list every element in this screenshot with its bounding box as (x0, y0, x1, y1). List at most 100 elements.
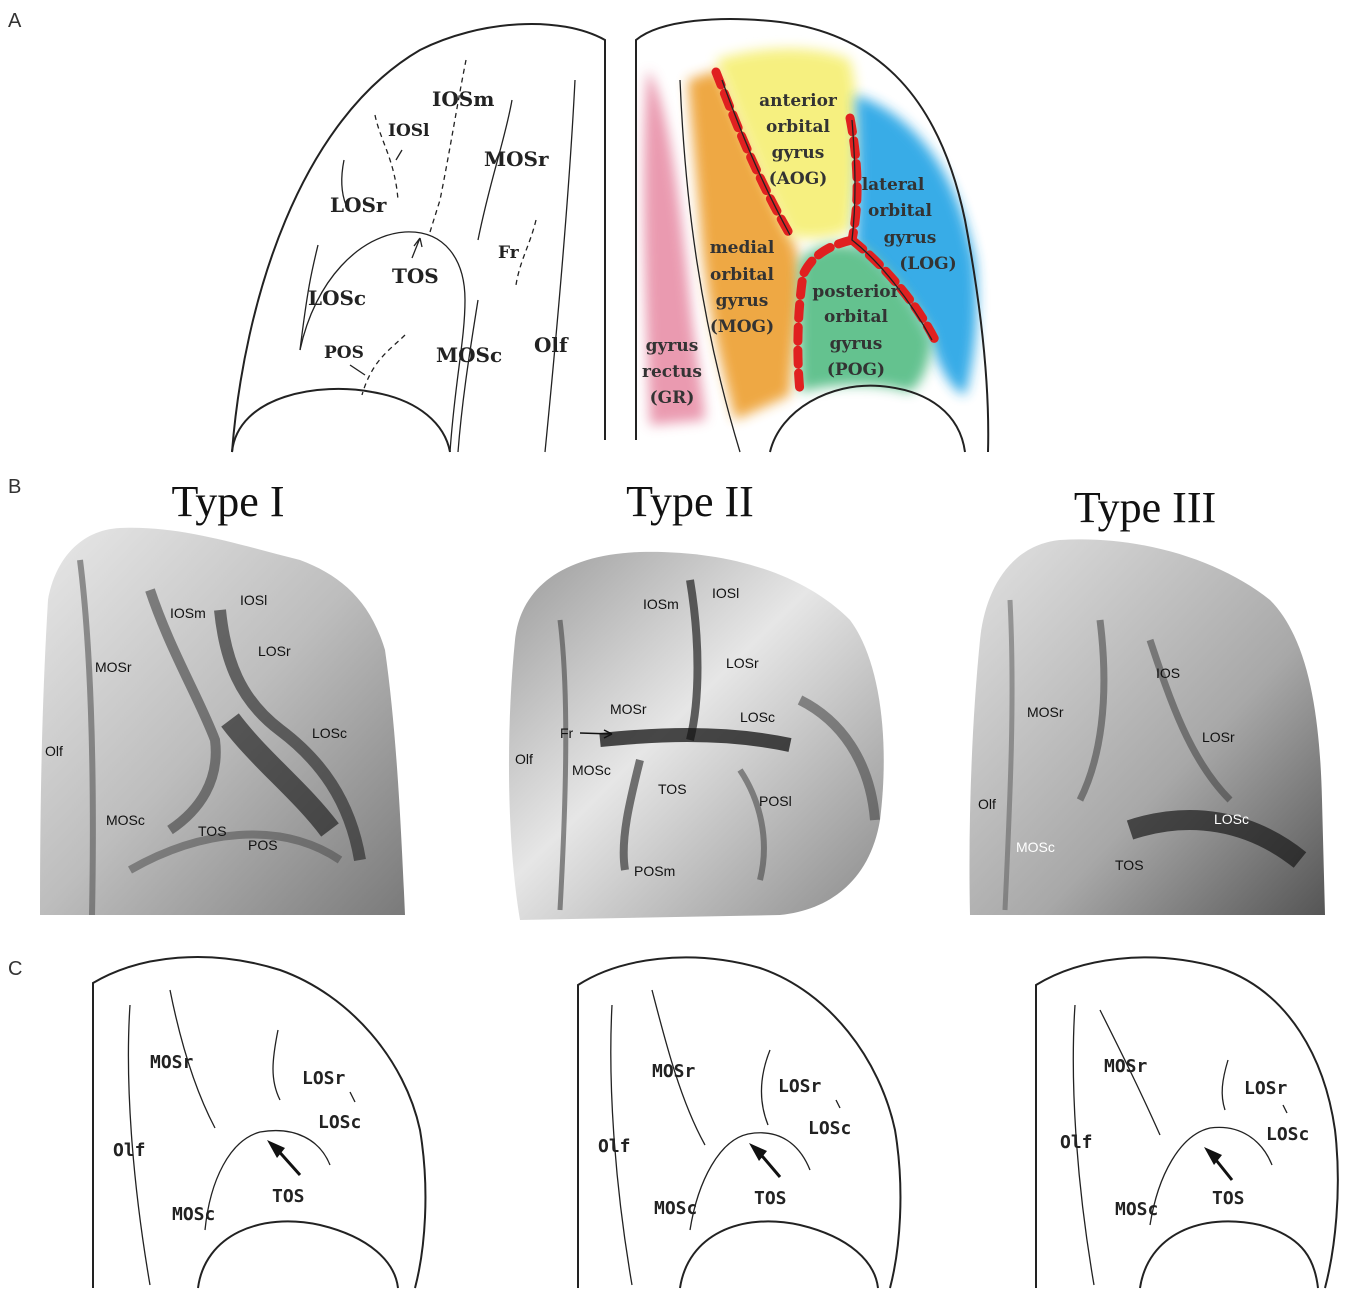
type3-brain-photo: IOS MOSr LOSr Olf LOSc MOSc TOS (969, 539, 1325, 915)
aog-label-line4: (AOG) (769, 169, 828, 189)
type2-label-mosr: MOSr (610, 701, 647, 717)
label-losc: LOSc (308, 286, 366, 310)
panel-a-left-hemisphere: IOSm IOSl MOSr LOSr Fr TOS LOSc POS MOSc… (232, 24, 605, 452)
left-fr-sulcus (516, 220, 536, 285)
type3-schematic-losr (1222, 1060, 1228, 1110)
type1-c-losc: LOSc (318, 1112, 361, 1133)
type1-label-losr: LOSr (258, 643, 291, 659)
left-pos-arrow (350, 365, 365, 375)
label-losr: LOSr (330, 193, 387, 217)
gr-label-line1: gyrus (646, 336, 699, 356)
type1-schematic-losr (273, 1030, 280, 1100)
gr-label-line3: (GR) (650, 388, 695, 408)
type2-label-olf: Olf (515, 751, 533, 767)
type2-c-mosr: MOSr (652, 1061, 696, 1082)
mog-label-line1: medial (710, 238, 775, 258)
type1-label-mosr: MOSr (95, 659, 132, 675)
type1-label-olf: Olf (45, 743, 63, 759)
log-label-line1: lateral (862, 175, 925, 195)
aog-label-line2: orbital (766, 117, 831, 137)
pog-label-line1: posterior (812, 282, 900, 302)
type3-c-mosr: MOSr (1104, 1056, 1148, 1077)
label-olf: Olf (534, 333, 569, 357)
type2-schematic: MOSr LOSr LOSc Olf TOS MOSc (578, 957, 900, 1288)
type2-label-losr: LOSr (726, 655, 759, 671)
type3-c-losc: LOSc (1266, 1124, 1309, 1145)
type1-schematic-temporal (198, 1221, 398, 1288)
type1-title: Type I (172, 477, 285, 526)
type2-label-tos: TOS (658, 781, 687, 797)
mog-label-line3: gyrus (716, 291, 769, 311)
panel-a-right-hemisphere: anterior orbital gyrus (AOG) lateral orb… (636, 19, 988, 452)
left-iosm-sulcus (430, 60, 466, 232)
type1-label-pos: POS (248, 837, 278, 853)
type3-c-losr: LOSr (1244, 1078, 1288, 1099)
type2-c-losr: LOSr (778, 1076, 822, 1097)
type2-label-posm: POSm (634, 863, 675, 879)
type3-schematic-losc (1283, 1105, 1287, 1113)
type1-c-olf: Olf (113, 1140, 146, 1161)
type3-schematic: MOSr LOSr LOSc Olf TOS MOSc (1036, 957, 1338, 1288)
type2-schematic-tos (690, 1133, 810, 1230)
type2-schematic-losr (761, 1050, 770, 1125)
type3-schematic-tos (1150, 1127, 1272, 1225)
type2-c-mosc: MOSc (654, 1198, 697, 1219)
type1-label-mosc: MOSc (106, 812, 145, 828)
type1-schematic-tos (205, 1131, 330, 1230)
type3-label-losc: LOSc (1214, 811, 1249, 827)
type2-schematic-outline (578, 957, 900, 1288)
type3-c-olf: Olf (1060, 1132, 1093, 1153)
gr-label-line2: rectus (642, 362, 702, 382)
type1-label-iosm: IOSm (170, 605, 206, 621)
type2-label-losc: LOSc (740, 709, 775, 725)
left-temporal-pole (232, 389, 450, 452)
type3-c-tos: TOS (1212, 1188, 1245, 1209)
log-label-line3: gyrus (884, 228, 937, 248)
type1-label-iosl: IOSl (240, 592, 267, 608)
label-pos: POS (324, 343, 364, 363)
type1-c-mosr: MOSr (150, 1052, 194, 1073)
left-tos-curve (300, 232, 465, 452)
type3-label-mosc: MOSc (1016, 839, 1055, 855)
mog-label-line2: orbital (710, 265, 775, 285)
left-iosl-arrow (396, 150, 402, 160)
left-mosc-line (458, 300, 478, 452)
label-iosm: IOSm (432, 87, 494, 111)
label-mosc: MOSc (436, 343, 502, 367)
left-olf-line (545, 80, 575, 452)
type3-label-ios: IOS (1156, 665, 1180, 681)
type2-schematic-losc (836, 1100, 840, 1108)
pog-label-line3: gyrus (830, 334, 883, 354)
type2-label-fr: Fr (560, 725, 574, 741)
aog-label-line3: gyrus (772, 143, 825, 163)
label-fr: Fr (498, 243, 520, 263)
type2-label-iosm: IOSm (643, 596, 679, 612)
type1-brain-photo: IOSm IOSl MOSr LOSr LOSc Olf MOSc TOS PO… (40, 528, 405, 915)
type2-label-mosc: MOSc (572, 762, 611, 778)
left-hemisphere-outline (232, 24, 605, 452)
label-mosr: MOSr (484, 147, 549, 171)
type2-c-olf: Olf (598, 1136, 631, 1157)
type2-label-iosl: IOSl (712, 585, 739, 601)
pog-label-line4: (POG) (827, 360, 885, 380)
type3-c-mosc: MOSc (1115, 1199, 1158, 1220)
type1-label-losc: LOSc (312, 725, 347, 741)
type3-schematic-temporal (1140, 1221, 1318, 1288)
type1-schematic-losc (350, 1092, 355, 1102)
type3-title: Type III (1074, 483, 1216, 532)
type2-c-tos: TOS (754, 1188, 787, 1209)
type1-c-mosc: MOSc (172, 1204, 215, 1225)
log-label-line2: orbital (868, 201, 933, 221)
type2-title: Type II (626, 477, 754, 526)
mog-label-line4: (MOG) (710, 317, 774, 337)
pog-label-line2: orbital (824, 307, 889, 327)
type3-brain-surface (969, 539, 1325, 915)
type2-label-posl: POSl (759, 793, 792, 809)
right-temporal-pole (770, 386, 965, 452)
type2-brain-photo: IOSm IOSl LOSr MOSr Fr LOSc Olf MOSc TOS… (509, 552, 884, 920)
type3-label-olf: Olf (978, 796, 996, 812)
type2-schematic-temporal (680, 1221, 878, 1288)
type1-c-tos: TOS (272, 1186, 305, 1207)
type3-label-tos: TOS (1115, 857, 1144, 873)
